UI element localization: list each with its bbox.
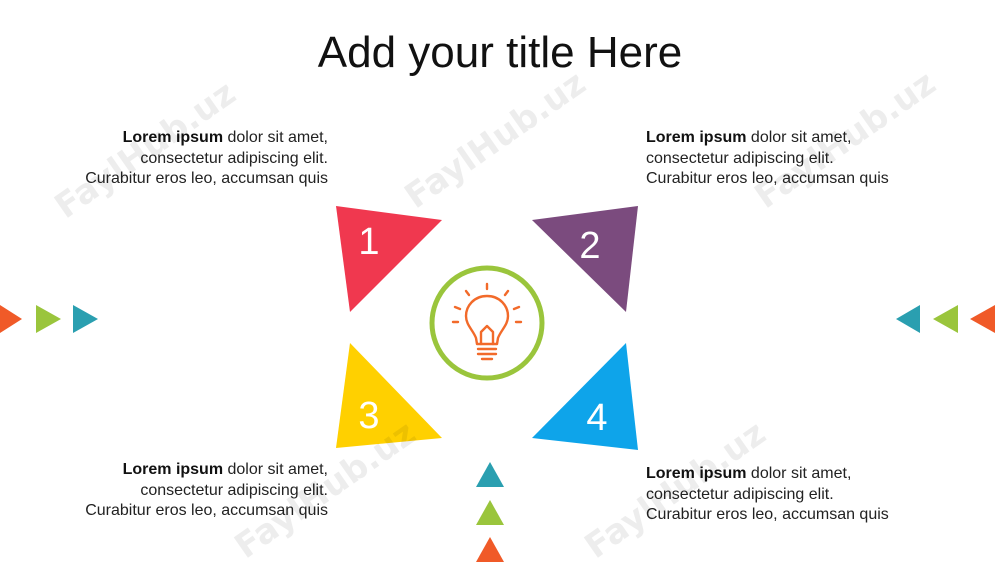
text-block-2-line2: consectetur adipiscing elit. — [646, 149, 834, 167]
text-block-1-line2: consectetur adipiscing elit. — [140, 149, 328, 167]
lightbulb-icon — [451, 282, 523, 361]
text-block-4: Lorem ipsum dolor sit amet, consectetur … — [646, 464, 936, 526]
step-2-number: 2 — [579, 225, 600, 267]
step-1-triangle — [336, 206, 442, 312]
step-2-triangle — [532, 206, 638, 312]
text-block-4-line2: consectetur adipiscing elit. — [646, 485, 834, 503]
text-block-2-bold: Lorem ipsum — [646, 129, 747, 146]
bottom-arrow-green — [476, 500, 504, 525]
text-block-3-bold: Lorem ipsum — [122, 461, 224, 478]
page-title: Add your title Here — [317, 28, 683, 77]
bottom-arrow-orange — [476, 537, 504, 562]
text-block-4-line1: dolor sit amet, — [746, 465, 852, 482]
left-arrow-orange — [0, 305, 22, 333]
right-arrow-green — [933, 305, 958, 333]
text-block-3-line2: consectetur adipiscing elit. — [140, 481, 328, 499]
text-block-1: Lorem ipsum dolor sit amet, consectetur … — [38, 128, 328, 190]
text-block-3-line3: Curabitur eros leo, accumsan quis — [85, 502, 328, 519]
text-block-4-line3: Curabitur eros leo, accumsan quis — [646, 506, 889, 523]
center-ring — [429, 265, 545, 381]
left-arrow-teal — [73, 305, 98, 333]
step-4-triangle — [532, 343, 638, 450]
step-1-number: 1 — [358, 221, 379, 263]
text-block-1-line3: Curabitur eros leo, accumsan quis — [85, 170, 328, 187]
text-block-1-line1: dolor sit amet, — [223, 129, 329, 146]
step-3-triangle — [336, 343, 442, 448]
text-block-2: Lorem ipsum dolor sit amet, consectetur … — [646, 128, 936, 190]
left-arrow-green — [36, 305, 61, 333]
text-block-2-line3: Curabitur eros leo, accumsan quis — [646, 170, 889, 187]
right-arrow-orange — [970, 305, 995, 333]
text-block-2-line1: dolor sit amet, — [746, 129, 852, 146]
text-block-4-bold: Lorem ipsum — [646, 465, 747, 482]
text-block-3-line1: dolor sit amet, — [223, 461, 329, 478]
step-3-number: 3 — [358, 395, 379, 437]
step-4-number: 4 — [586, 397, 607, 439]
right-arrow-teal — [896, 305, 920, 333]
text-block-3: Lorem ipsum dolor sit amet, consectetur … — [38, 460, 328, 522]
text-block-1-bold: Lorem ipsum — [122, 129, 224, 146]
bottom-arrow-teal — [476, 462, 504, 487]
